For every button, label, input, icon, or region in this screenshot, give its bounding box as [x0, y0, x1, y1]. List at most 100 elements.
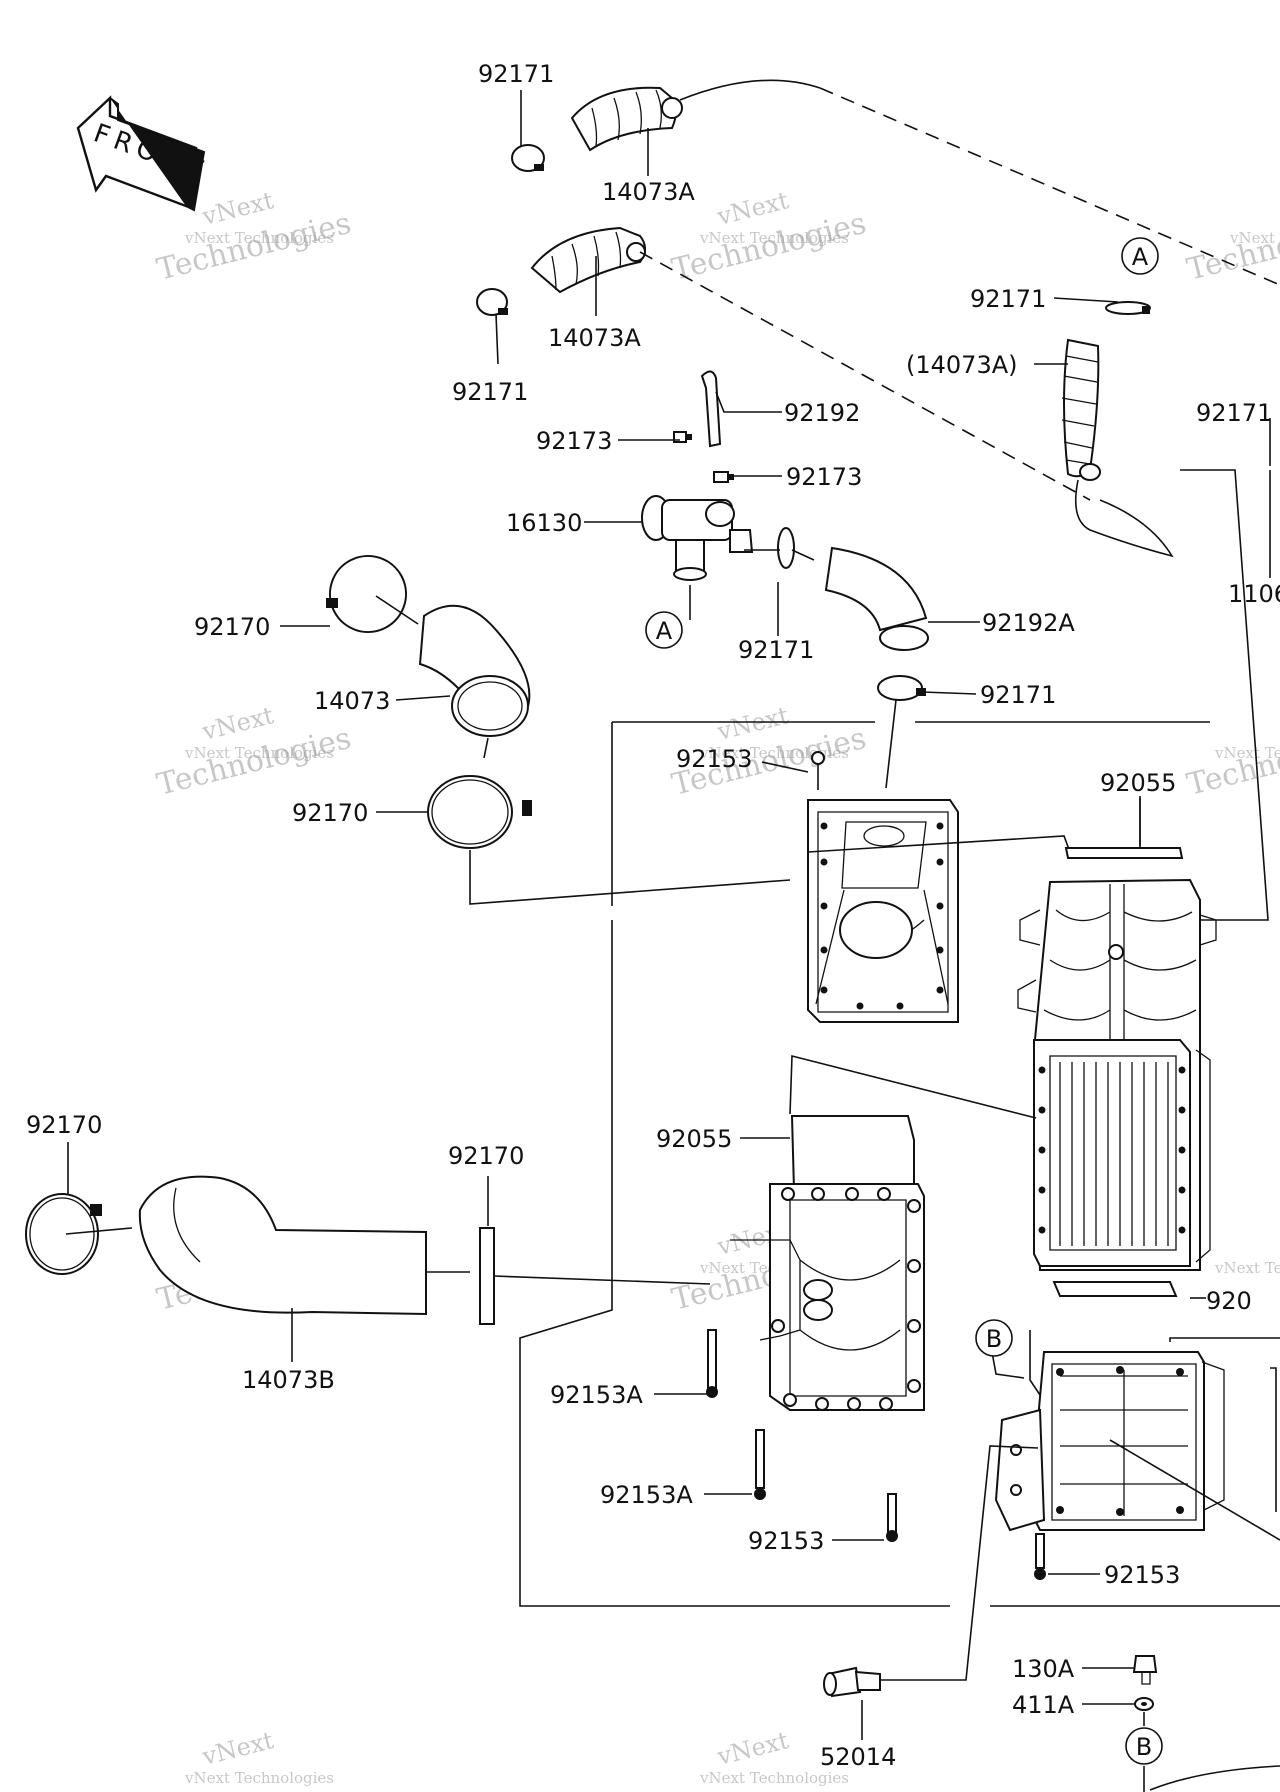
svg-text:vNext Technologies: vNext Technologies	[699, 1769, 849, 1787]
label-92192A: 92192A	[982, 609, 1075, 637]
bolt-130A	[1132, 1655, 1158, 1685]
watermark-edge-low: vNext Technologies	[1214, 1259, 1280, 1277]
label-92192: 92192	[784, 399, 860, 427]
bolt-92153A-upper	[706, 1329, 718, 1398]
dashed-leader-upper	[819, 87, 1280, 286]
ref-circle-b-lower	[1125, 1727, 1163, 1765]
dashed-leader-second	[639, 251, 1091, 501]
label-14073A-paren: (14073A)	[906, 351, 1018, 379]
plenum-lower	[994, 1351, 1225, 1532]
callout-leaders	[67, 90, 1271, 1705]
ref-circle-b-upper	[975, 1319, 1013, 1357]
watermark-edge-mid: vNext Technologies Technologies	[1183, 721, 1280, 803]
intake-manifold	[730, 1183, 925, 1411]
ref-a-lower: A	[656, 617, 673, 645]
leader-clamp-hose	[65, 1227, 133, 1235]
label-16130: 16130	[506, 509, 582, 537]
leader-cover-gasket	[807, 835, 1071, 853]
label-92171-d: 92171	[738, 636, 814, 664]
clamp-92171-second	[476, 288, 508, 316]
leader-elbow-clamp	[483, 737, 489, 759]
clamp-92170-upper	[326, 555, 407, 633]
clamp-92173-left	[673, 431, 692, 443]
gasket-92055-intercooler-bottom	[1052, 1281, 1178, 1297]
section-frame	[519, 721, 1280, 1607]
leader-clamp-elbow	[375, 595, 419, 625]
svg-text:vNext Technologies: vNext Technologies	[699, 229, 849, 247]
watermark-edge-top: vNext Technologies Technologies	[1183, 206, 1280, 288]
intercooler-assembly	[1017, 878, 1217, 1271]
svg-text:vNext Technologies: vNext Technologies	[1214, 1259, 1280, 1277]
label-92170-c: 92170	[26, 1111, 102, 1139]
label-92171-c: 92171	[970, 285, 1046, 313]
svg-text:vNext: vNext	[714, 1726, 792, 1771]
clamp-92171-mid	[777, 527, 795, 569]
label-14073A-b: 14073A	[548, 324, 641, 352]
label-92153-c: 92153	[1104, 1561, 1180, 1589]
hose-14073B	[138, 1175, 427, 1316]
clamp-92170-middle	[479, 1227, 495, 1325]
label-411A: 411A	[1012, 1691, 1075, 1719]
intake-cover-upper	[807, 799, 959, 1023]
clamp-92173-right	[713, 471, 734, 483]
label-130A: 130A	[1012, 1655, 1075, 1683]
svg-text:vNext: vNext	[199, 1726, 277, 1771]
label-920-partial: 920	[1206, 1287, 1252, 1315]
svg-text:Technologies: Technologies	[1183, 721, 1280, 803]
watermark-3: vNext vNext Technologies Technologies	[153, 701, 354, 803]
ref-circle-a-upper	[1121, 237, 1159, 275]
label-92171-a: 92171	[478, 60, 554, 88]
fitting-52014	[823, 1666, 881, 1698]
ref-b-lower: B	[1136, 1733, 1152, 1761]
leader-clamp-duct	[469, 850, 791, 905]
label-92055-b: 92055	[656, 1125, 732, 1153]
svg-text:vNext: vNext	[714, 701, 792, 746]
rod-right-edge	[1270, 1367, 1277, 1512]
label-92153-b: 92153	[748, 1527, 824, 1555]
hose-92192A	[824, 546, 929, 651]
elbow-14073	[418, 604, 531, 737]
label-1106-partial: 1106	[1228, 580, 1280, 608]
leader-b-plenum	[1029, 1330, 1041, 1396]
label-92055-a: 92055	[1100, 769, 1176, 797]
clamp-92170-lower	[427, 775, 532, 849]
label-92153A-a: 92153A	[550, 1381, 643, 1409]
label-92173-a: 92173	[536, 427, 612, 455]
ref-circle-a-lower	[645, 611, 683, 649]
leader-b-ref	[991, 1351, 1025, 1379]
svg-text:vNext: vNext	[199, 701, 277, 746]
svg-text:vNext Technologies: vNext Technologies	[1229, 229, 1280, 247]
watermark-2: vNext vNext Technologies Technologies	[668, 186, 869, 288]
leader-frame-right	[1180, 469, 1269, 921]
label-92171-b: 92171	[452, 378, 528, 406]
label-92170-d: 92170	[448, 1142, 524, 1170]
leader-gasket-left	[789, 1054, 1037, 1119]
label-14073: 14073	[314, 687, 390, 715]
leader-fitting	[876, 1445, 1039, 1681]
bolt-92153-right	[1034, 1533, 1046, 1580]
label-92153-a: 92153	[676, 745, 752, 773]
ref-a-upper: A	[1132, 243, 1149, 271]
clamp-92170-far-left	[25, 1193, 102, 1275]
front-arrow-icon: FRONT	[76, 95, 212, 212]
label-92171-partial: 92171	[1196, 399, 1272, 427]
hose-14073A-upper	[570, 79, 821, 152]
svg-text:Technologies: Technologies	[1183, 206, 1280, 288]
bolt-92153-top	[811, 751, 825, 790]
ref-b-upper: B	[986, 1325, 1002, 1353]
label-14073B: 14073B	[242, 1366, 335, 1394]
svg-text:vNext Technologies: vNext Technologies	[184, 744, 334, 762]
hose-14073A-second	[530, 226, 646, 294]
svg-text:vNext Technologies: vNext Technologies	[184, 229, 334, 247]
clamp-92171-lower	[877, 675, 926, 701]
leader-plenum-right	[1109, 1439, 1280, 1541]
label-14073A-a: 14073A	[602, 178, 695, 206]
part-bottom-right	[1143, 1765, 1280, 1792]
gasket-92055-left	[790, 1115, 915, 1191]
callout-labels: 92171 14073A 14073A 92171 92171 (14073A)…	[26, 60, 1280, 1771]
watermark-7: vNext vNext Technologies	[184, 1726, 334, 1787]
svg-text:vNext: vNext	[714, 186, 792, 231]
breather-hose-92192	[700, 370, 722, 448]
gasket-92055-upper	[1064, 847, 1184, 859]
